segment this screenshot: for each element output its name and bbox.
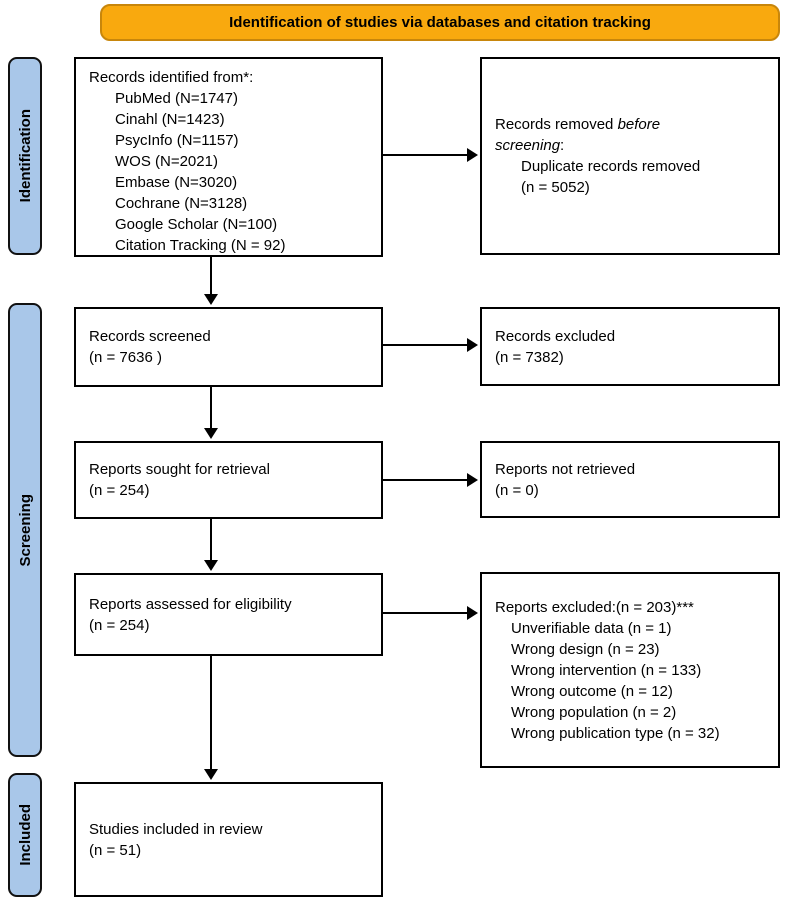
arrow-down-assessed-to-included xyxy=(204,656,218,780)
arrow-right-screened-to-excluded xyxy=(383,338,478,352)
reports-assessed-count: (n = 254) xyxy=(89,616,150,634)
reports-sought-label: Reports sought for retrieval xyxy=(89,461,270,478)
records-excluded-label: Records excluded xyxy=(495,327,616,345)
stage-bar-identification: Identification xyxy=(8,57,42,255)
records-removed-before: before xyxy=(617,116,661,133)
database-item: PsycInfo (N=1157) xyxy=(115,132,239,149)
arrow-down-identified-to-screened xyxy=(204,257,218,305)
duplicates-removed-count: (n = 5052) xyxy=(521,179,590,196)
records-removed-line2: screening: xyxy=(495,135,770,156)
reports-not-retrieved-label: Reports not retrieved xyxy=(495,460,636,478)
box-records-screened: Records screened (n = 7636 ) xyxy=(74,307,383,387)
exclusion-reason: Wrong population (n = 2) xyxy=(511,703,677,721)
stage-label-identification: Identification xyxy=(16,109,34,203)
box-reports-assessed: Reports assessed for eligibility (n = 25… xyxy=(74,573,383,656)
box-reports-not-retrieved: Reports not retrieved (n = 0) xyxy=(480,441,780,518)
records-removed-colon: : xyxy=(560,137,565,154)
box-studies-included: Studies included in review (n = 51) xyxy=(74,782,383,897)
box-reports-excluded: Reports excluded:(n = 203)*** Unverifiab… xyxy=(480,572,780,768)
database-item: Cinahl (N=1423) xyxy=(115,111,225,128)
records-removed-lead: Records removed xyxy=(495,116,618,133)
studies-included-label: Studies included in review xyxy=(89,820,263,838)
reports-not-retrieved-count: (n = 0) xyxy=(495,481,539,499)
box-records-identified: Records identified from*: PubMed (N=1747… xyxy=(74,57,383,257)
exclusion-reason: Wrong design (n = 23) xyxy=(511,640,660,658)
exclusion-reason: Wrong outcome (n = 12) xyxy=(511,682,673,700)
exclusion-reason: Wrong intervention (n = 133) xyxy=(511,661,702,679)
records-screened-count: (n = 7636 ) xyxy=(89,349,162,366)
database-item: PubMed (N=1747) xyxy=(115,90,238,107)
box-records-removed: Records removed before screening: Duplic… xyxy=(480,57,780,255)
reports-excluded-title: Reports excluded:(n = 203)*** xyxy=(495,598,694,616)
exclusion-reason: Wrong publication type (n = 32) xyxy=(511,724,720,742)
database-item: Citation Tracking (N = 92) xyxy=(115,237,286,254)
stage-bar-screening: Screening xyxy=(8,303,42,757)
records-screened-label: Records screened xyxy=(89,328,211,345)
reports-assessed-label: Reports assessed for eligibility xyxy=(89,595,292,613)
database-item: Cochrane (N=3128) xyxy=(115,195,248,212)
diagram-title-banner: Identification of studies via databases … xyxy=(100,4,780,41)
box-reports-sought: Reports sought for retrieval (n = 254) xyxy=(74,441,383,519)
arrow-down-screened-to-sought xyxy=(204,387,218,439)
stage-bar-included: Included xyxy=(8,773,42,897)
reports-sought-count: (n = 254) xyxy=(89,482,150,499)
arrow-right-sought-to-not-retrieved xyxy=(383,473,478,487)
records-removed-line1: Records removed before xyxy=(495,114,770,135)
studies-included-count: (n = 51) xyxy=(89,841,142,859)
duplicates-removed-label: Duplicate records removed xyxy=(521,158,701,175)
exclusion-reason: Unverifiable data (n = 1) xyxy=(511,619,672,637)
stage-label-included: Included xyxy=(16,804,34,866)
database-item: WOS (N=2021) xyxy=(115,153,218,170)
records-identified-title: Records identified from*: xyxy=(89,69,254,86)
database-item: Google Scholar (N=100) xyxy=(115,216,278,233)
database-item: Embase (N=3020) xyxy=(115,174,238,191)
arrow-down-sought-to-assessed xyxy=(204,519,218,571)
stage-label-screening: Screening xyxy=(16,493,34,567)
records-removed-screening: screening xyxy=(495,137,561,154)
box-records-excluded: Records excluded (n = 7382) xyxy=(480,307,780,386)
arrow-right-assessed-to-excluded xyxy=(383,606,478,620)
records-excluded-count: (n = 7382) xyxy=(495,348,564,366)
arrow-right-identified-to-removed xyxy=(383,148,478,162)
diagram-title: Identification of studies via databases … xyxy=(229,14,651,31)
